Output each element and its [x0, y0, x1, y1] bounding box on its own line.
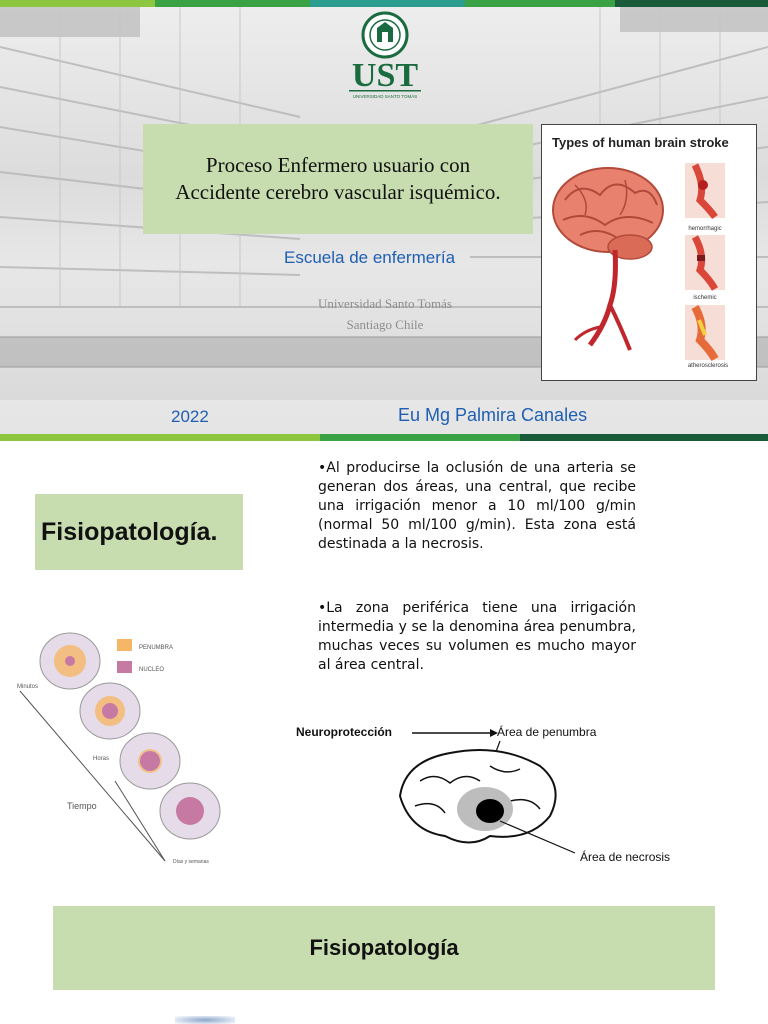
top-color-bar [0, 0, 768, 7]
label-tiempo: Tiempo [67, 801, 97, 811]
legend-penumbra: PENUMBRA [139, 645, 173, 651]
author-label: Eu Mg Palmira Canales [398, 405, 588, 425]
label-area-penumbra: Área de penumbra [497, 725, 597, 739]
stroke-label-atherosclerosis: atherosclerosis [688, 363, 728, 369]
penumbra-time-figure: PENUMBRA NUCLEO Minutos Horas Tiempo Día… [17, 632, 221, 865]
slide-heading: Fisiopatología. [41, 517, 218, 546]
partial-image [175, 1016, 235, 1024]
title-box: Proceso Enfermero usuario con Accidente … [143, 124, 533, 234]
bottom-color-bar [0, 434, 768, 441]
stroke-label-hemorrhagic: hemorrhagic [688, 226, 721, 232]
brain-artery-illustration: hemorrhagic ischemic atherosclerosis [552, 163, 728, 369]
title-line-1: Proceso Enfermero usuario con [205, 153, 471, 177]
label-dias: Días y semanas [173, 859, 209, 865]
label-area-necrosis: Área de necrosis [580, 850, 671, 864]
label-minutos: Minutos [17, 684, 38, 690]
paragraph-occlusion: •Al producirse la oclusión de una arteri… [318, 460, 636, 552]
year-label: 2022 [171, 407, 209, 426]
university-name: Universidad Santo Tomás [318, 296, 452, 311]
neuroprotection-diagram [398, 729, 576, 854]
title-line-2: Accidente cerebro vascular isquémico. [175, 180, 501, 204]
title-slide: UST UNIVERSIDAD SANTO TOMÁS Proceso Enfe… [0, 0, 768, 441]
school-name: Escuela de enfermería [284, 248, 456, 267]
svg-text:UST: UST [352, 57, 418, 94]
presentation-title: Proceso Enfermero usuario con Accidente … [175, 152, 500, 206]
slide-heading-2: Fisiopatología [309, 935, 459, 960]
pathophysiology-slide: Fisiopatología. •Al producirse la oclusi… [0, 441, 768, 896]
city-name: Santiago Chile [346, 317, 424, 332]
label-neuroproteccion: Neuroprotección [296, 725, 393, 739]
footer-band [0, 400, 768, 434]
heading-box: Fisiopatología. [35, 494, 243, 570]
legend-nucleo: NUCLEO [139, 667, 164, 673]
ust-logo: UST UNIVERSIDAD SANTO TOMÁS [349, 11, 421, 99]
university-block: Universidad Santo Tomás Santiago Chile [300, 293, 470, 335]
stroke-label-ischemic: ischemic [693, 295, 716, 301]
svg-text:UNIVERSIDAD SANTO TOMÁS: UNIVERSIDAD SANTO TOMÁS [353, 93, 418, 99]
paragraph-penumbra: •La zona periférica tiene una irrigación… [318, 600, 636, 673]
heading-box-2: Fisiopatología [53, 906, 715, 990]
label-horas: Horas [93, 756, 109, 762]
stroke-figure-title: Types of human brain stroke [552, 135, 729, 150]
